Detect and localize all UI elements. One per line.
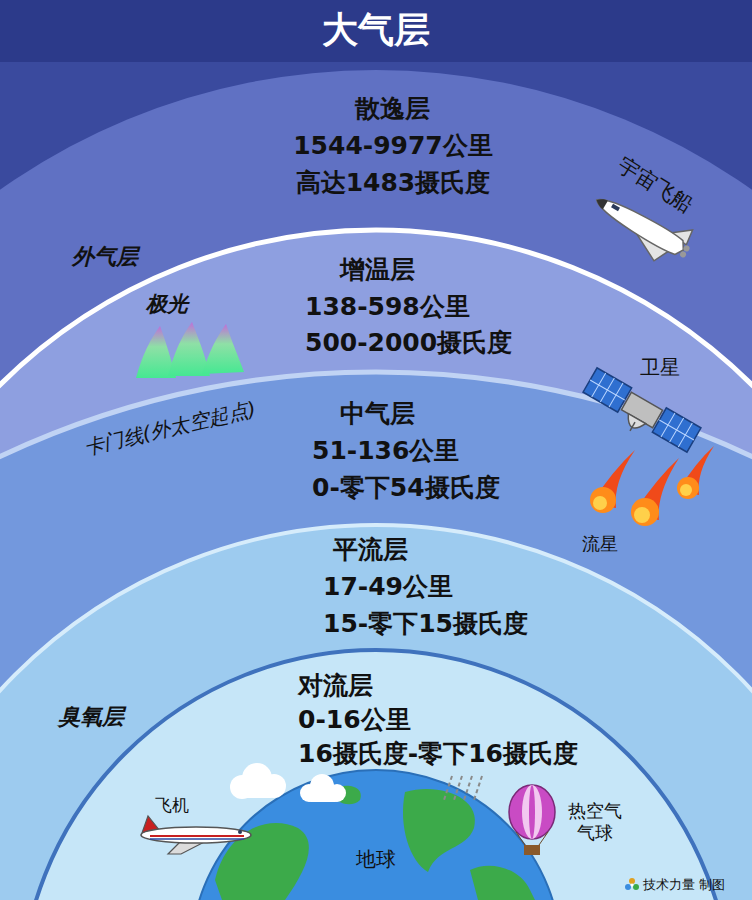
watermark-icon xyxy=(625,878,639,890)
airplane-label: 飞机 xyxy=(155,795,189,815)
aurora-label: 极光 xyxy=(146,292,188,317)
band-layer: 中气层51-136公里0-零下54摄氏度 xyxy=(312,395,500,506)
region-label: 外气层 xyxy=(72,244,138,270)
band-layer: 散逸层1544-9977公里高达1483摄氏度 xyxy=(293,90,493,201)
layer-temperature: 15-零下15摄氏度 xyxy=(323,605,528,642)
layer-temperature: 16摄氏度-零下16摄氏度 xyxy=(298,737,578,771)
earth-label: 地球 xyxy=(191,846,561,872)
layer-temperature: 500-2000摄氏度 xyxy=(305,325,512,362)
earth-circle: 地球 xyxy=(191,770,561,900)
balloon-label: 热空气 气球 xyxy=(562,800,628,844)
satellite xyxy=(578,368,701,461)
ozone-label: 臭氧层 xyxy=(58,704,124,730)
layer-name: 平流层 xyxy=(323,531,528,568)
satellite-label: 卫星 xyxy=(640,355,680,379)
layer-altitude: 0-16公里 xyxy=(298,703,578,737)
layer-temperature: 0-零下54摄氏度 xyxy=(312,469,500,506)
clouds xyxy=(230,763,346,802)
layer-altitude: 1544-9977公里 xyxy=(293,127,493,164)
layer-temperature: 高达1483摄氏度 xyxy=(293,164,493,201)
karman-line-label: 卡门线(外太空起点) xyxy=(82,397,259,460)
aurora xyxy=(136,322,244,378)
layer-altitude: 138-598公里 xyxy=(305,289,512,326)
band-layer: 平流层17-49公里15-零下15摄氏度 xyxy=(323,531,528,642)
layer-name: 对流层 xyxy=(298,669,578,703)
band-layer: 对流层0-16公里16摄氏度-零下16摄氏度 xyxy=(298,669,578,771)
layer-name: 增温层 xyxy=(305,252,512,289)
layer-name: 中气层 xyxy=(312,395,500,432)
rain xyxy=(444,776,482,800)
layer-name: 散逸层 xyxy=(293,90,493,127)
credit-watermark: 技术力量 制图 xyxy=(643,877,725,893)
band-layer: 增温层138-598公里500-2000摄氏度 xyxy=(305,252,512,362)
title: 大气层 xyxy=(0,6,752,54)
airplane xyxy=(141,816,251,854)
hot-air-balloon xyxy=(509,785,555,855)
layer-altitude: 17-49公里 xyxy=(323,568,528,605)
meteor-label: 流星 xyxy=(582,533,618,555)
meteors xyxy=(590,446,714,526)
spaceship-label: 宇宙飞船 xyxy=(613,152,697,218)
layer-altitude: 51-136公里 xyxy=(312,432,500,469)
